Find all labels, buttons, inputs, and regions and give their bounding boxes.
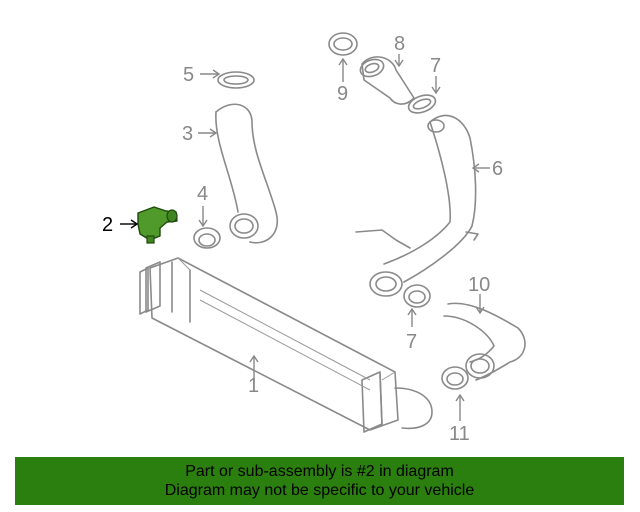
clamp-part-11[interactable] bbox=[441, 366, 469, 390]
callout-7-lower: 7 bbox=[406, 331, 417, 353]
intercooler-part-1[interactable] bbox=[139, 257, 433, 433]
callout-5: 5 bbox=[183, 64, 194, 86]
callout-3: 3 bbox=[182, 123, 193, 145]
clamp-part-7-upper[interactable] bbox=[406, 92, 438, 117]
sensor-part-2[interactable] bbox=[137, 206, 178, 244]
info-banner: Part or sub-assembly is #2 in diagram Di… bbox=[15, 457, 624, 505]
callout-9: 9 bbox=[337, 83, 348, 105]
banner-line-2: Diagram may not be specific to your vehi… bbox=[164, 482, 475, 499]
duct-part-8[interactable] bbox=[358, 56, 415, 105]
callout-11: 11 bbox=[449, 423, 470, 445]
clamp-part-5[interactable] bbox=[217, 71, 255, 89]
banner-line-1: Part or sub-assembly is #2 in diagram bbox=[185, 463, 454, 480]
pipe-part-6[interactable] bbox=[355, 114, 479, 297]
clamp-part-4[interactable] bbox=[193, 227, 221, 249]
callout-8: 8 bbox=[394, 33, 405, 55]
callout-7-upper: 7 bbox=[430, 55, 441, 77]
parts-diagram: 1 2 3 4 5 6 7 7 8 9 10 11 bbox=[102, 32, 526, 445]
hose-part-3[interactable] bbox=[215, 103, 279, 244]
leader-lines bbox=[120, 54, 490, 421]
callout-1: 1 bbox=[248, 375, 259, 397]
clamp-part-7-lower[interactable] bbox=[403, 284, 431, 308]
hose-part-10[interactable] bbox=[443, 302, 526, 381]
callout-10: 10 bbox=[468, 274, 490, 296]
callout-2: 2 bbox=[102, 214, 113, 236]
callout-4: 4 bbox=[197, 183, 208, 205]
callout-6: 6 bbox=[492, 158, 503, 180]
clamp-part-9[interactable] bbox=[328, 32, 358, 56]
